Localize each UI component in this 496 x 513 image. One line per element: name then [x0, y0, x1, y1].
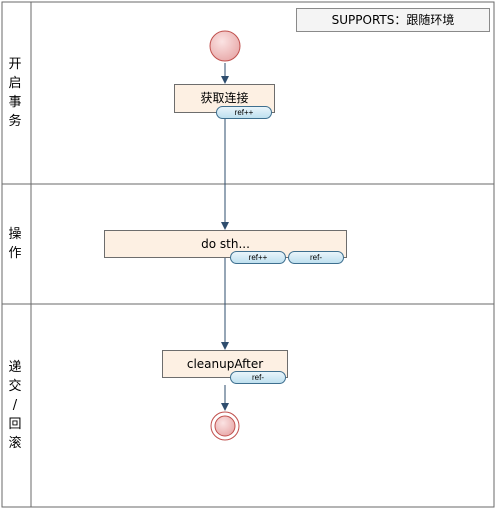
lane-label-open-transaction: 开 启 事 务: [0, 2, 30, 184]
lane-label-commit-rollback: 递 交 / 回 滚: [0, 304, 30, 507]
lane-label-char: /: [12, 398, 18, 413]
lane-label-char: 启: [8, 76, 22, 91]
lane-label-char: 递: [8, 360, 22, 375]
tag-ref-decrement: ref-: [288, 251, 344, 264]
node-do-sth: do sth...: [104, 230, 347, 258]
lane-label-char: 滚: [8, 436, 22, 451]
lane-label-char: 开: [8, 57, 22, 72]
lane-label-char: 交: [8, 379, 22, 394]
tag-ref-increment: ref++: [230, 251, 286, 264]
lane-label-char: 务: [8, 114, 22, 129]
lane-label-operation: 操 作: [0, 184, 30, 304]
legend-box: SUPPORTS：跟随环境: [296, 8, 490, 32]
lane-label-char: 回: [8, 417, 22, 432]
lane-label-char: 事: [8, 95, 22, 110]
lane-label-char: 操: [8, 227, 22, 242]
node-cleanup-after: cleanupAfter: [162, 350, 288, 378]
tag-ref-decrement: ref-: [230, 371, 286, 384]
lane-label-char: 作: [8, 246, 22, 261]
start-node: [209, 30, 241, 62]
end-node-inner: [214, 415, 236, 437]
tag-ref-increment: ref++: [216, 106, 272, 119]
